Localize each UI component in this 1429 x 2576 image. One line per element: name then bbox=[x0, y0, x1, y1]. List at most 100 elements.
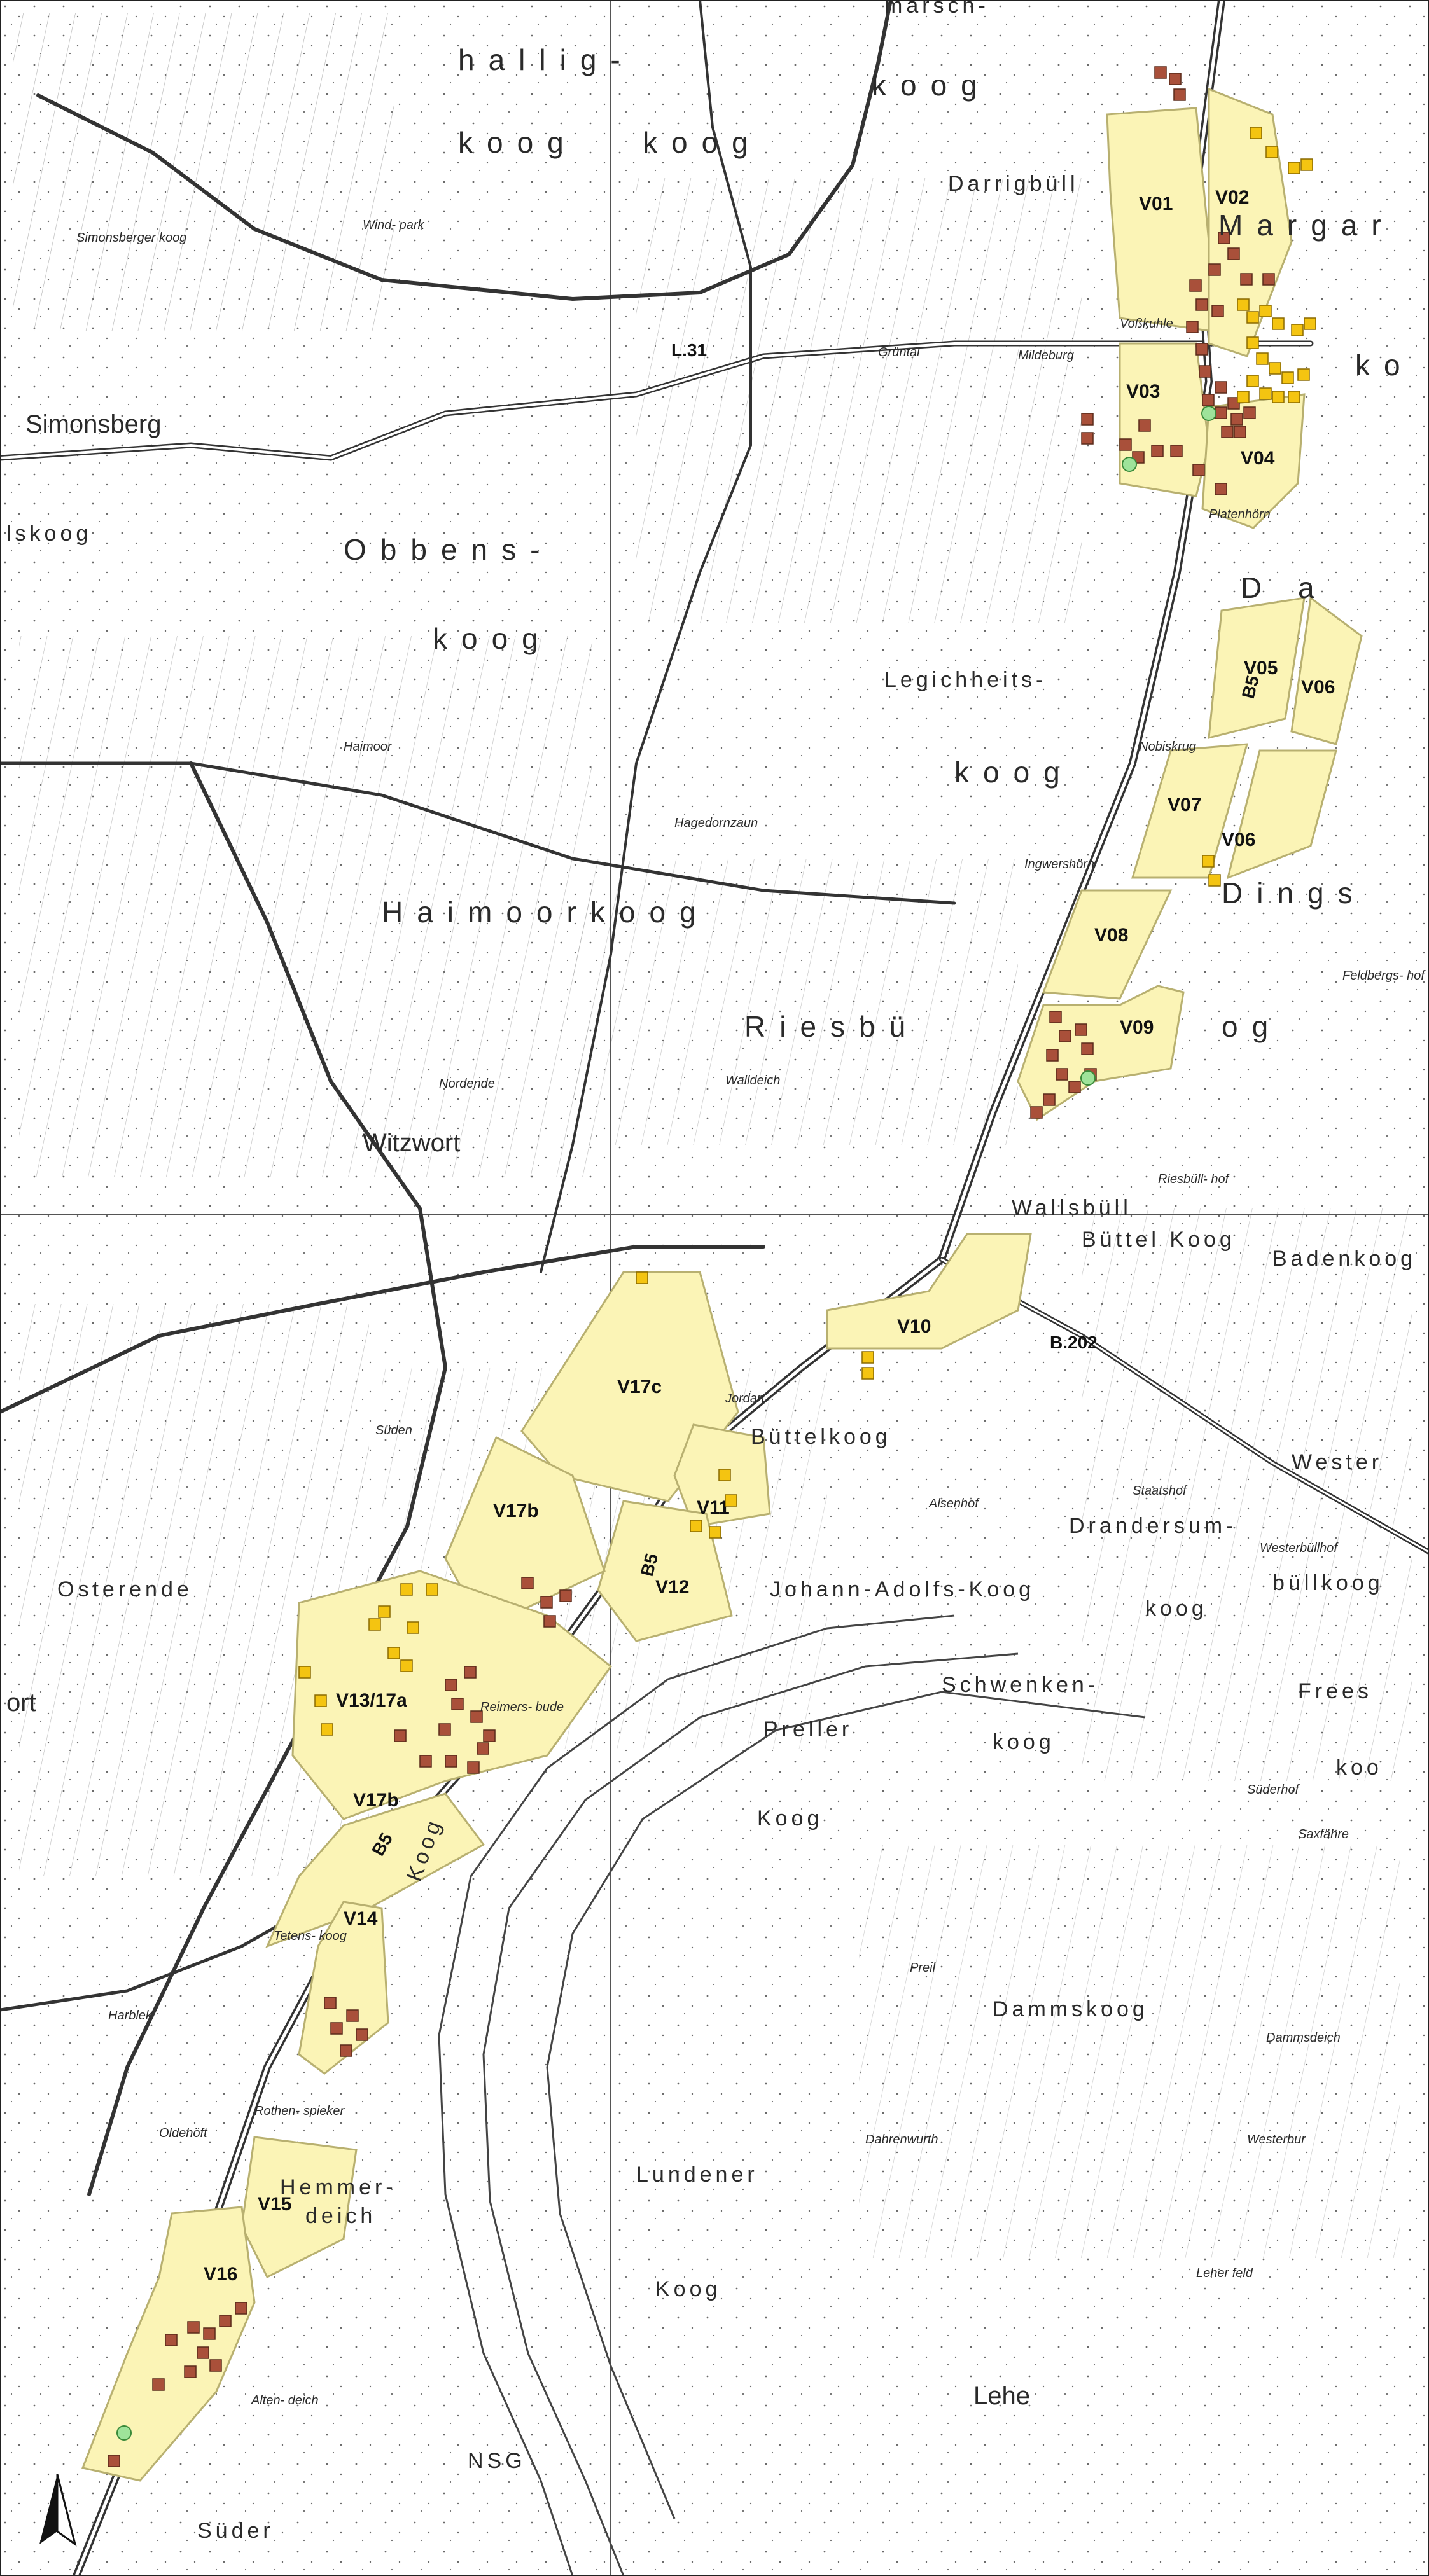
label-reimersbude: Reimers- bude bbox=[480, 1700, 564, 1714]
label-nobiskrug: Nobiskrug bbox=[1139, 740, 1196, 754]
label-dammskoog: Dammskoog bbox=[993, 1997, 1148, 2021]
zone-label: V05 bbox=[1244, 658, 1278, 679]
label-dahrenwurth: Dahrenwurth bbox=[865, 2133, 938, 2147]
label-ingwershoern: Ingwershörn bbox=[1024, 857, 1094, 871]
zone-label: V10 bbox=[897, 1316, 931, 1337]
label-deich: deich bbox=[305, 2204, 376, 2228]
label-lehe: Lehe bbox=[973, 2382, 1030, 2410]
label-lehefeld: Leher feld bbox=[1196, 2266, 1253, 2280]
zone-label: V17b bbox=[353, 1790, 399, 1811]
label-westerbur: Westerbur bbox=[1247, 2133, 1306, 2147]
label-marsch: marsch- bbox=[884, 0, 989, 18]
zone-v06a[interactable] bbox=[1290, 596, 1363, 745]
label-drandersum: Drandersum- bbox=[1069, 1514, 1237, 1538]
label-koog-sch: koog bbox=[993, 1730, 1055, 1754]
zone-labels: V01 V02 V03 V04 V05 V06 V06 V07 V08 V09 … bbox=[204, 187, 1335, 2285]
zone-label: V02 bbox=[1215, 187, 1249, 208]
label-koog-leg: koog bbox=[954, 756, 1074, 789]
zone-label: V09 bbox=[1120, 1017, 1154, 1038]
river bbox=[438, 1614, 1146, 2576]
brown-markers bbox=[108, 66, 1275, 2467]
zone-v15[interactable] bbox=[240, 2136, 358, 2279]
label-hallig: hallig- bbox=[458, 43, 634, 76]
label-schwenken: Schwenken- bbox=[942, 1673, 1099, 1697]
label-koog-top: koog bbox=[872, 69, 991, 102]
label-alsenhof: Alsenhof bbox=[928, 1497, 980, 1511]
label-walldeich: Walldeich bbox=[725, 1074, 780, 1088]
zone-v10[interactable] bbox=[826, 1233, 1032, 1350]
zone-label: V11 bbox=[697, 1497, 730, 1518]
label-oldehoeft: Oldehöft bbox=[159, 2126, 208, 2140]
zone-label: V17b bbox=[493, 1500, 539, 1521]
label-suedendeich: Süden bbox=[375, 1423, 412, 1437]
zone-v05[interactable] bbox=[1208, 597, 1306, 739]
label-da: D a bbox=[1241, 571, 1328, 604]
green-markers bbox=[116, 406, 1216, 2441]
label-sued: Süder bbox=[197, 2519, 274, 2543]
label-riesbuellhof: Riesbüll- hof bbox=[1158, 1172, 1230, 1186]
label-vosskuhle: Voßkuhle bbox=[1120, 317, 1173, 331]
label-koog-obbens: koog bbox=[433, 622, 552, 655]
label-b202: B.202 bbox=[1050, 1333, 1098, 1352]
label-muehlen: Mildeburg bbox=[1018, 349, 1074, 363]
label-simonsberg: Simonsberg bbox=[25, 410, 161, 438]
label-hagedornzaun: Hagedornzaun bbox=[674, 816, 758, 830]
label-dings: Dings bbox=[1222, 876, 1367, 910]
label-koog1: koog bbox=[643, 126, 762, 159]
label-dammsdeich: Dammsdeich bbox=[1266, 2031, 1341, 2045]
zone-label: V15 bbox=[258, 2194, 291, 2215]
label-nsg: NSG bbox=[468, 2449, 526, 2473]
zone-v17c[interactable] bbox=[520, 1271, 739, 1502]
zone-v13[interactable] bbox=[291, 1570, 613, 1820]
label-koo: ko bbox=[1355, 349, 1414, 382]
zone-v08[interactable] bbox=[1042, 889, 1173, 1000]
label-harblek: Harblek bbox=[108, 2009, 153, 2023]
map-labels: hallig- koog koog marsch- koog Darrigbül… bbox=[6, 0, 1426, 2543]
label-og: og bbox=[1222, 1010, 1282, 1043]
zone-label: V04 bbox=[1241, 448, 1275, 469]
label-witzwort: Witzwort bbox=[363, 1129, 460, 1157]
label-staatshof: Staatshof bbox=[1133, 1484, 1188, 1498]
yellow-markers bbox=[298, 127, 1316, 1736]
label-saxfaehre: Saxfähre bbox=[1298, 1827, 1349, 1841]
label-darrigbuell: Darrigbüll bbox=[948, 172, 1079, 196]
label-lundener: Lundener bbox=[636, 2163, 758, 2187]
label-preller: Preller bbox=[763, 1717, 853, 1742]
label-legitim: Legichheits- bbox=[884, 668, 1047, 692]
zone-label: V13/17a bbox=[336, 1690, 407, 1711]
label-wind: Wind- park bbox=[363, 218, 425, 232]
zone-label: V03 bbox=[1126, 381, 1160, 402]
zone-v12[interactable] bbox=[597, 1500, 733, 1642]
label-obbens: Obbens- bbox=[344, 533, 554, 566]
label-koog-dr: koog bbox=[1145, 1596, 1208, 1621]
label-feldbergshof: Feldbergs- hof bbox=[1342, 969, 1426, 983]
label-l31: L.31 bbox=[671, 340, 707, 360]
label-koog-pr: Koog bbox=[757, 1806, 823, 1831]
label-suederhof: Süderhof bbox=[1247, 1783, 1300, 1797]
label-preil: Preil bbox=[910, 1961, 936, 1975]
label-haimoor: Haimoor bbox=[344, 740, 393, 754]
label-platenhoern: Platenhörn bbox=[1209, 508, 1271, 522]
label-badenkoog: Badenkoog bbox=[1272, 1247, 1416, 1271]
zone-v01[interactable] bbox=[1106, 107, 1210, 332]
north-arrow-icon bbox=[39, 2474, 77, 2547]
label-wallsbuell: Wallsbüll bbox=[1012, 1196, 1132, 1220]
label-westerbuell: büllkoog bbox=[1272, 1571, 1384, 1595]
field-parcels bbox=[13, 13, 1412, 2258]
zone-label: V07 bbox=[1168, 794, 1201, 815]
zone-label: V17c bbox=[617, 1376, 662, 1397]
label-osterende: Osterende bbox=[57, 1577, 193, 1602]
zone-v06b[interactable] bbox=[1226, 749, 1337, 880]
label-ort: ort bbox=[6, 1689, 36, 1717]
label-rothenspieker: Rothen- spieker bbox=[254, 2104, 345, 2118]
label-frees: Frees bbox=[1298, 1679, 1372, 1703]
label-lskoog: lskoog bbox=[6, 522, 92, 546]
zone-label: V14 bbox=[344, 1908, 378, 1929]
label-jordan: Jordan bbox=[725, 1392, 764, 1406]
label-koo2: koo bbox=[1336, 1755, 1383, 1780]
zone-label: V16 bbox=[204, 2264, 237, 2285]
label-buettelkoog1: Büttel Koog bbox=[1082, 1228, 1236, 1252]
